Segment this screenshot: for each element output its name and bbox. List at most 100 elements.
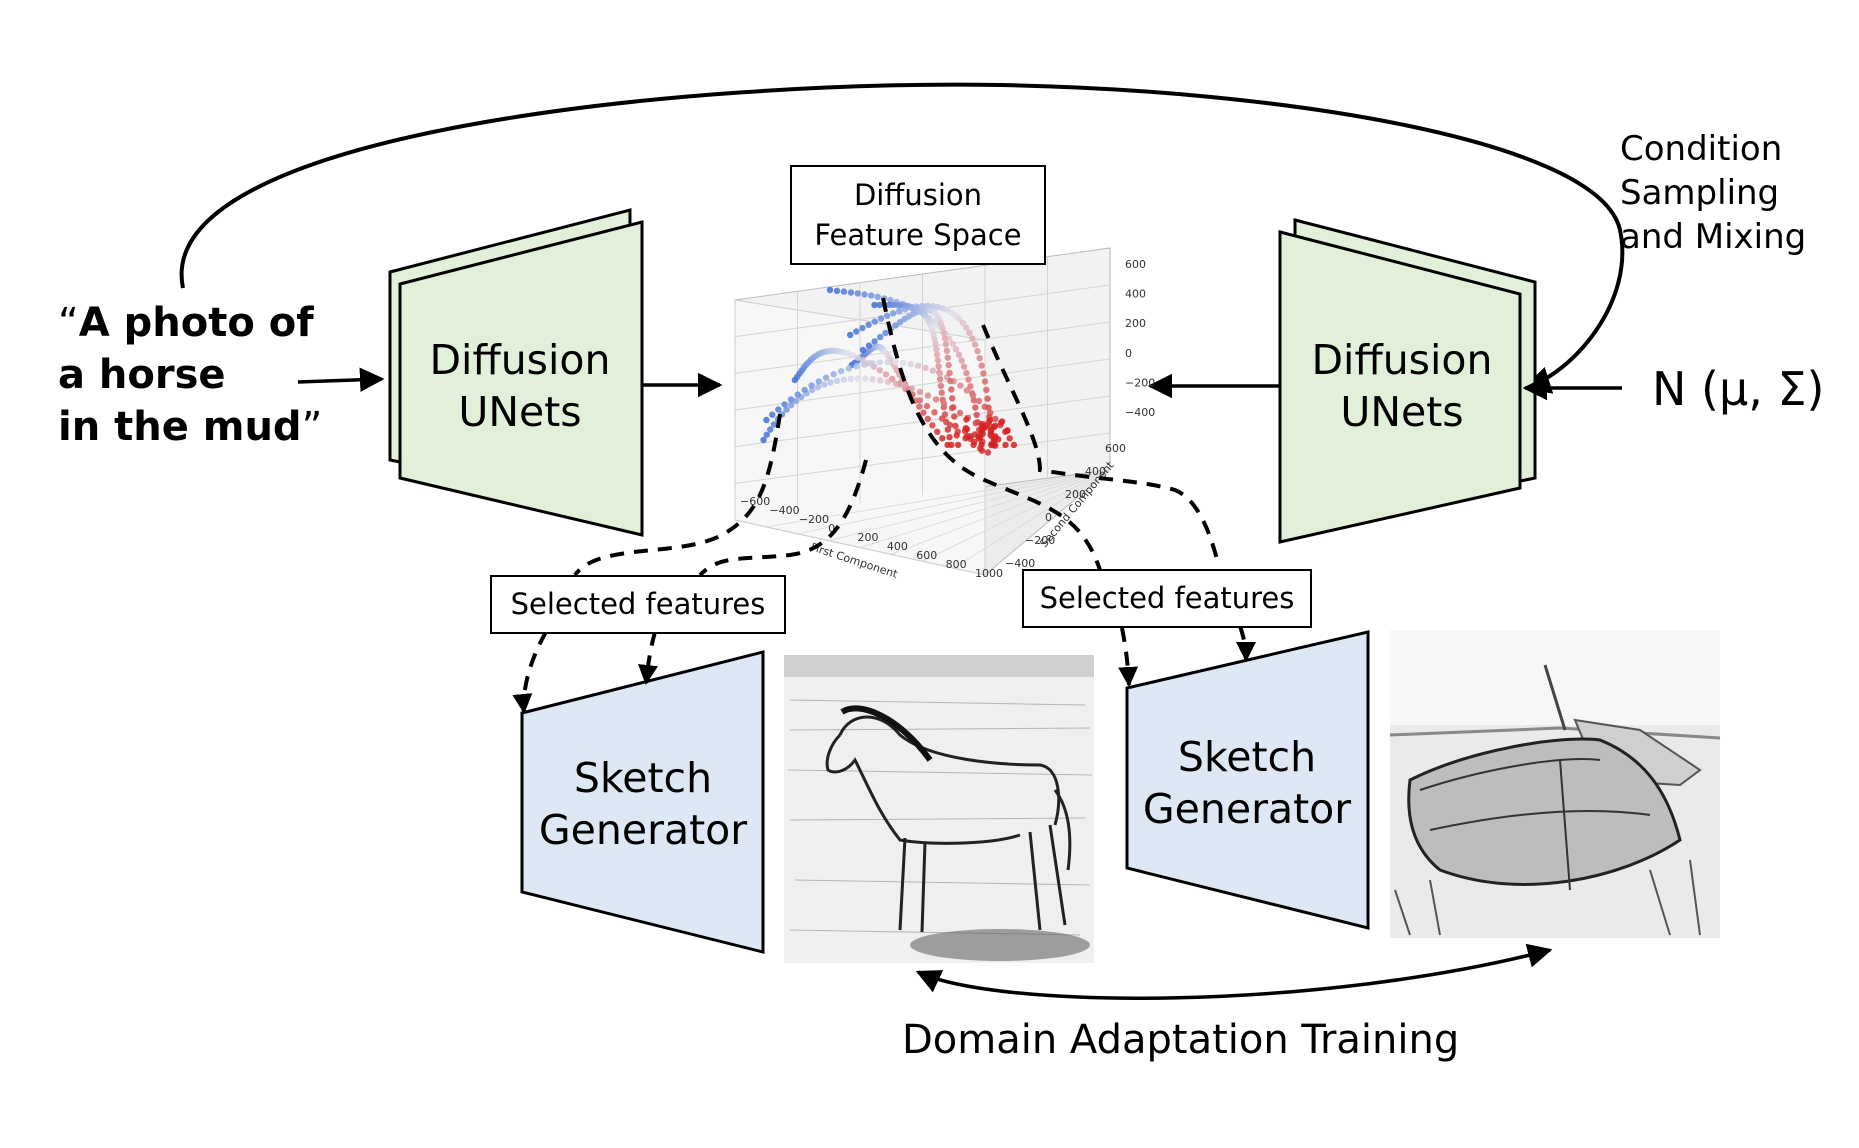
domain-adaptation-arrow	[915, 943, 1553, 1000]
plot-point	[937, 382, 945, 389]
plot-point	[934, 303, 941, 311]
dash-curve-left-1	[573, 413, 782, 577]
plot-point	[958, 357, 965, 364]
plot-point	[969, 335, 976, 342]
plot-point	[940, 400, 948, 407]
plot-point	[897, 318, 904, 326]
plot-point	[924, 392, 932, 399]
sketch-left-line-1: Sketch	[573, 754, 713, 802]
plot-point	[854, 290, 861, 297]
plot-point	[963, 369, 970, 377]
plot-point	[821, 381, 828, 388]
plot-x-tick-label: 1000	[975, 567, 1003, 580]
plot-z-tick-label: 200	[1125, 317, 1146, 330]
plot-point	[892, 380, 900, 387]
plot-point	[952, 346, 960, 353]
plot-y-tick-label: 600	[1105, 442, 1126, 455]
plot-z-tick-label: −200	[1125, 376, 1155, 389]
prompt-arrow	[297, 367, 385, 393]
plot-x-tick-label: −400	[769, 504, 799, 517]
unet-left-line-2: UNets	[458, 388, 582, 436]
plot-point	[984, 449, 992, 456]
plot-x-tick-label: 400	[887, 540, 908, 553]
plot-z-tick-label: −400	[1125, 406, 1155, 419]
feature-space-line-2: Feature Space	[814, 218, 1022, 252]
selected-features-left: Selected features	[490, 575, 786, 634]
feature-space-line-1: Diffusion	[853, 178, 983, 212]
plot-point	[830, 371, 837, 378]
plot-point	[935, 363, 942, 370]
plot-point	[861, 291, 868, 298]
plot-grid-line	[922, 469, 1111, 562]
plot-point	[949, 340, 957, 348]
condition-sampling-label: Condition Sampling and Mixing	[1620, 127, 1806, 259]
plot-point	[1006, 435, 1013, 442]
plot-grid-line	[828, 469, 1111, 542]
plot-point	[923, 402, 931, 410]
plot-point	[932, 341, 939, 348]
plot-point	[939, 324, 946, 332]
plot-point	[942, 341, 950, 348]
plot-point	[983, 386, 990, 394]
plot-point	[822, 374, 830, 381]
prompt-line-2: a horse	[58, 352, 226, 398]
plot-point	[971, 341, 979, 348]
plot-point	[984, 395, 991, 402]
plot-point	[883, 312, 891, 319]
unet-right-line-2: UNets	[1340, 388, 1464, 436]
plot-point	[801, 386, 808, 394]
plot-point	[915, 362, 922, 369]
plot-point	[865, 321, 872, 328]
sketch-generator-right-label: Sketch Generator	[1127, 731, 1367, 835]
plot-point	[992, 415, 999, 423]
plot-point	[794, 391, 801, 398]
plot-point	[940, 329, 947, 337]
plot-point	[847, 331, 854, 339]
plot-point	[946, 421, 954, 429]
plot-point	[787, 396, 795, 403]
plot-point	[847, 375, 854, 382]
plot-x-tick-label: 0	[828, 522, 835, 535]
plot-point	[833, 287, 841, 294]
prompt-line-3-text: in the mud	[58, 404, 302, 450]
plot-point	[853, 328, 860, 335]
plot-point	[971, 431, 978, 438]
plot-z-tick-label: 0	[1125, 347, 1132, 360]
plot-point	[913, 303, 920, 310]
plot-point	[973, 411, 980, 419]
plot-grid-line	[953, 469, 1111, 569]
dash-arrow-to-left-gen-1	[512, 631, 548, 714]
sketch-generator-left	[520, 650, 765, 954]
plot-y-tick-label: 0	[1045, 511, 1052, 524]
plot-point	[974, 347, 981, 355]
plot-point	[990, 441, 997, 449]
plot-point	[931, 409, 938, 416]
plot-point	[981, 378, 989, 385]
plot-point	[815, 378, 822, 385]
plot-point	[1003, 427, 1011, 435]
plot-point	[808, 382, 815, 389]
plot-point	[916, 397, 923, 404]
plot-point	[978, 447, 986, 454]
plot-y-tick-label: −200	[1025, 534, 1055, 547]
plot-point	[862, 375, 869, 382]
plot-point	[767, 426, 774, 433]
feature-space-plot: 6004002000−200−400−600−400−2000200400600…	[734, 247, 1155, 581]
plot-point	[944, 441, 951, 449]
sketch-generator-left-label: Sketch Generator	[523, 752, 763, 856]
prompt-open-quote: “	[58, 300, 79, 346]
sketch-right-line-2: Generator	[1142, 785, 1352, 833]
plot-point	[827, 379, 834, 386]
plot-point	[945, 361, 952, 369]
plot-point	[961, 428, 969, 435]
plot-point	[998, 419, 1005, 426]
plot-point	[916, 388, 924, 396]
selected-features-right: Selected features	[1022, 569, 1312, 628]
plot-point	[865, 342, 873, 349]
unet-left-label: Diffusion UNets	[405, 334, 635, 438]
plot-point	[763, 431, 770, 438]
plot-point	[933, 346, 940, 353]
plot-point	[978, 422, 986, 430]
unet-left-block	[388, 208, 644, 537]
plot-point	[792, 397, 800, 405]
